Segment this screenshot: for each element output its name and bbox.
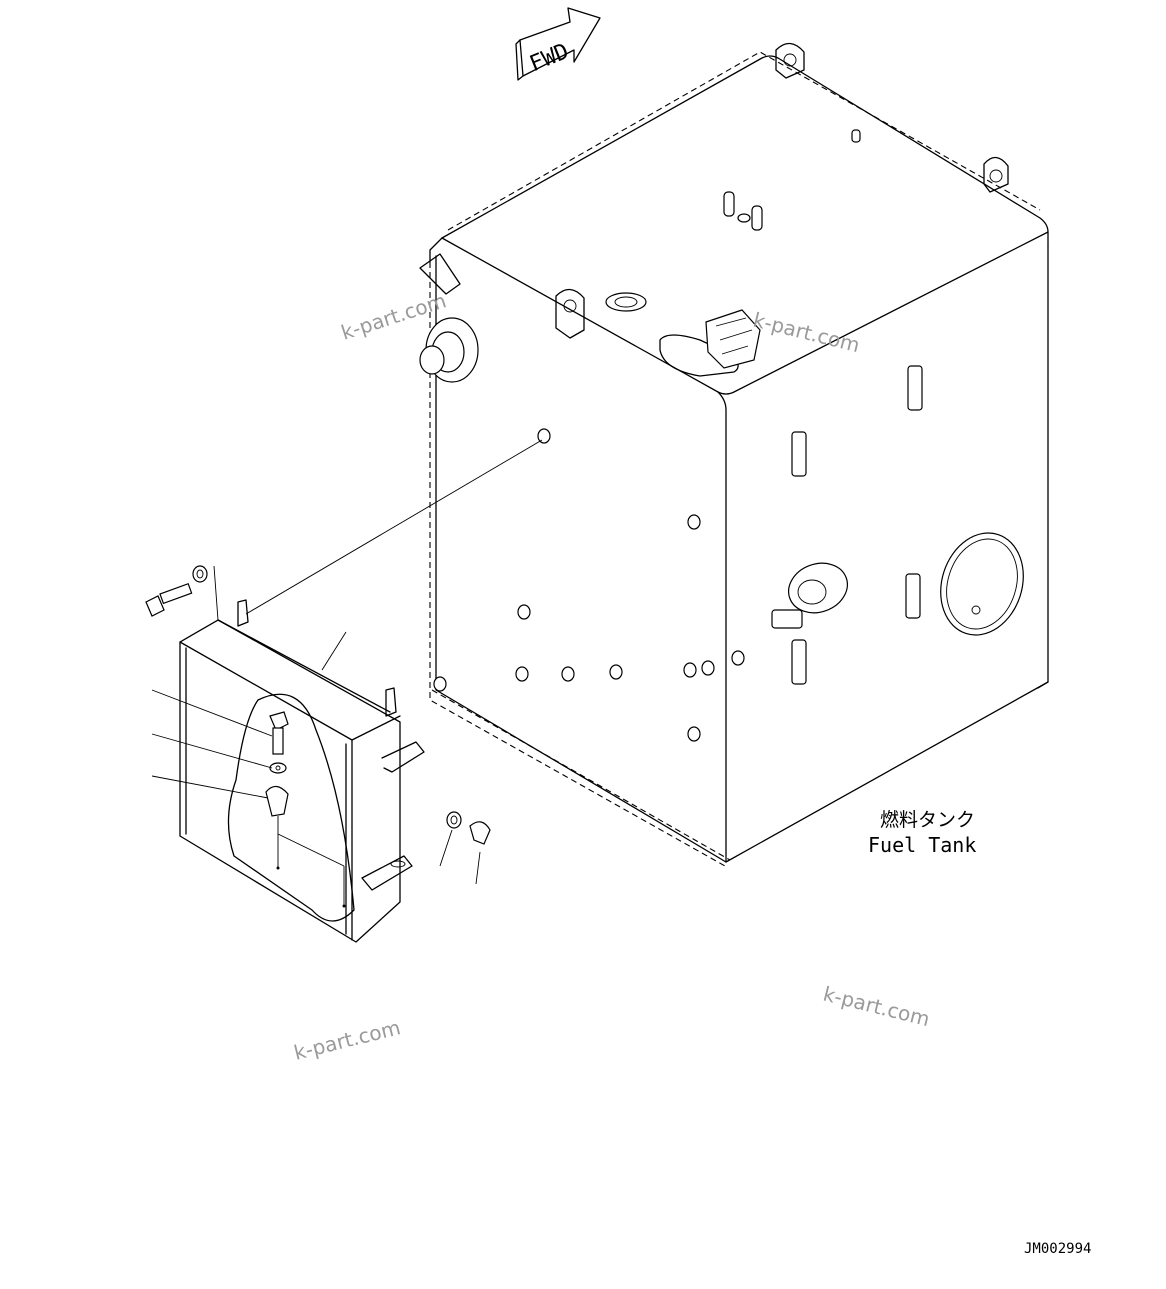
- tool-box: [179, 599, 425, 943]
- fwd-label: FWD: [526, 39, 572, 77]
- callout-lines: [151, 631, 347, 799]
- drawing-number: JM002994: [1024, 1241, 1091, 1257]
- tank-label-jp: 燃料タンク: [880, 809, 975, 831]
- tank-label-en: Fuel Tank: [868, 833, 976, 857]
- fuel-tank: [419, 42, 1049, 867]
- watermark-2: k-part.com: [751, 308, 862, 358]
- watermark-4: k-part.com: [291, 1015, 402, 1065]
- hardware: [145, 565, 491, 885]
- watermark-3: k-part.com: [821, 982, 932, 1032]
- fwd-arrow-icon: FWD: [515, 7, 601, 81]
